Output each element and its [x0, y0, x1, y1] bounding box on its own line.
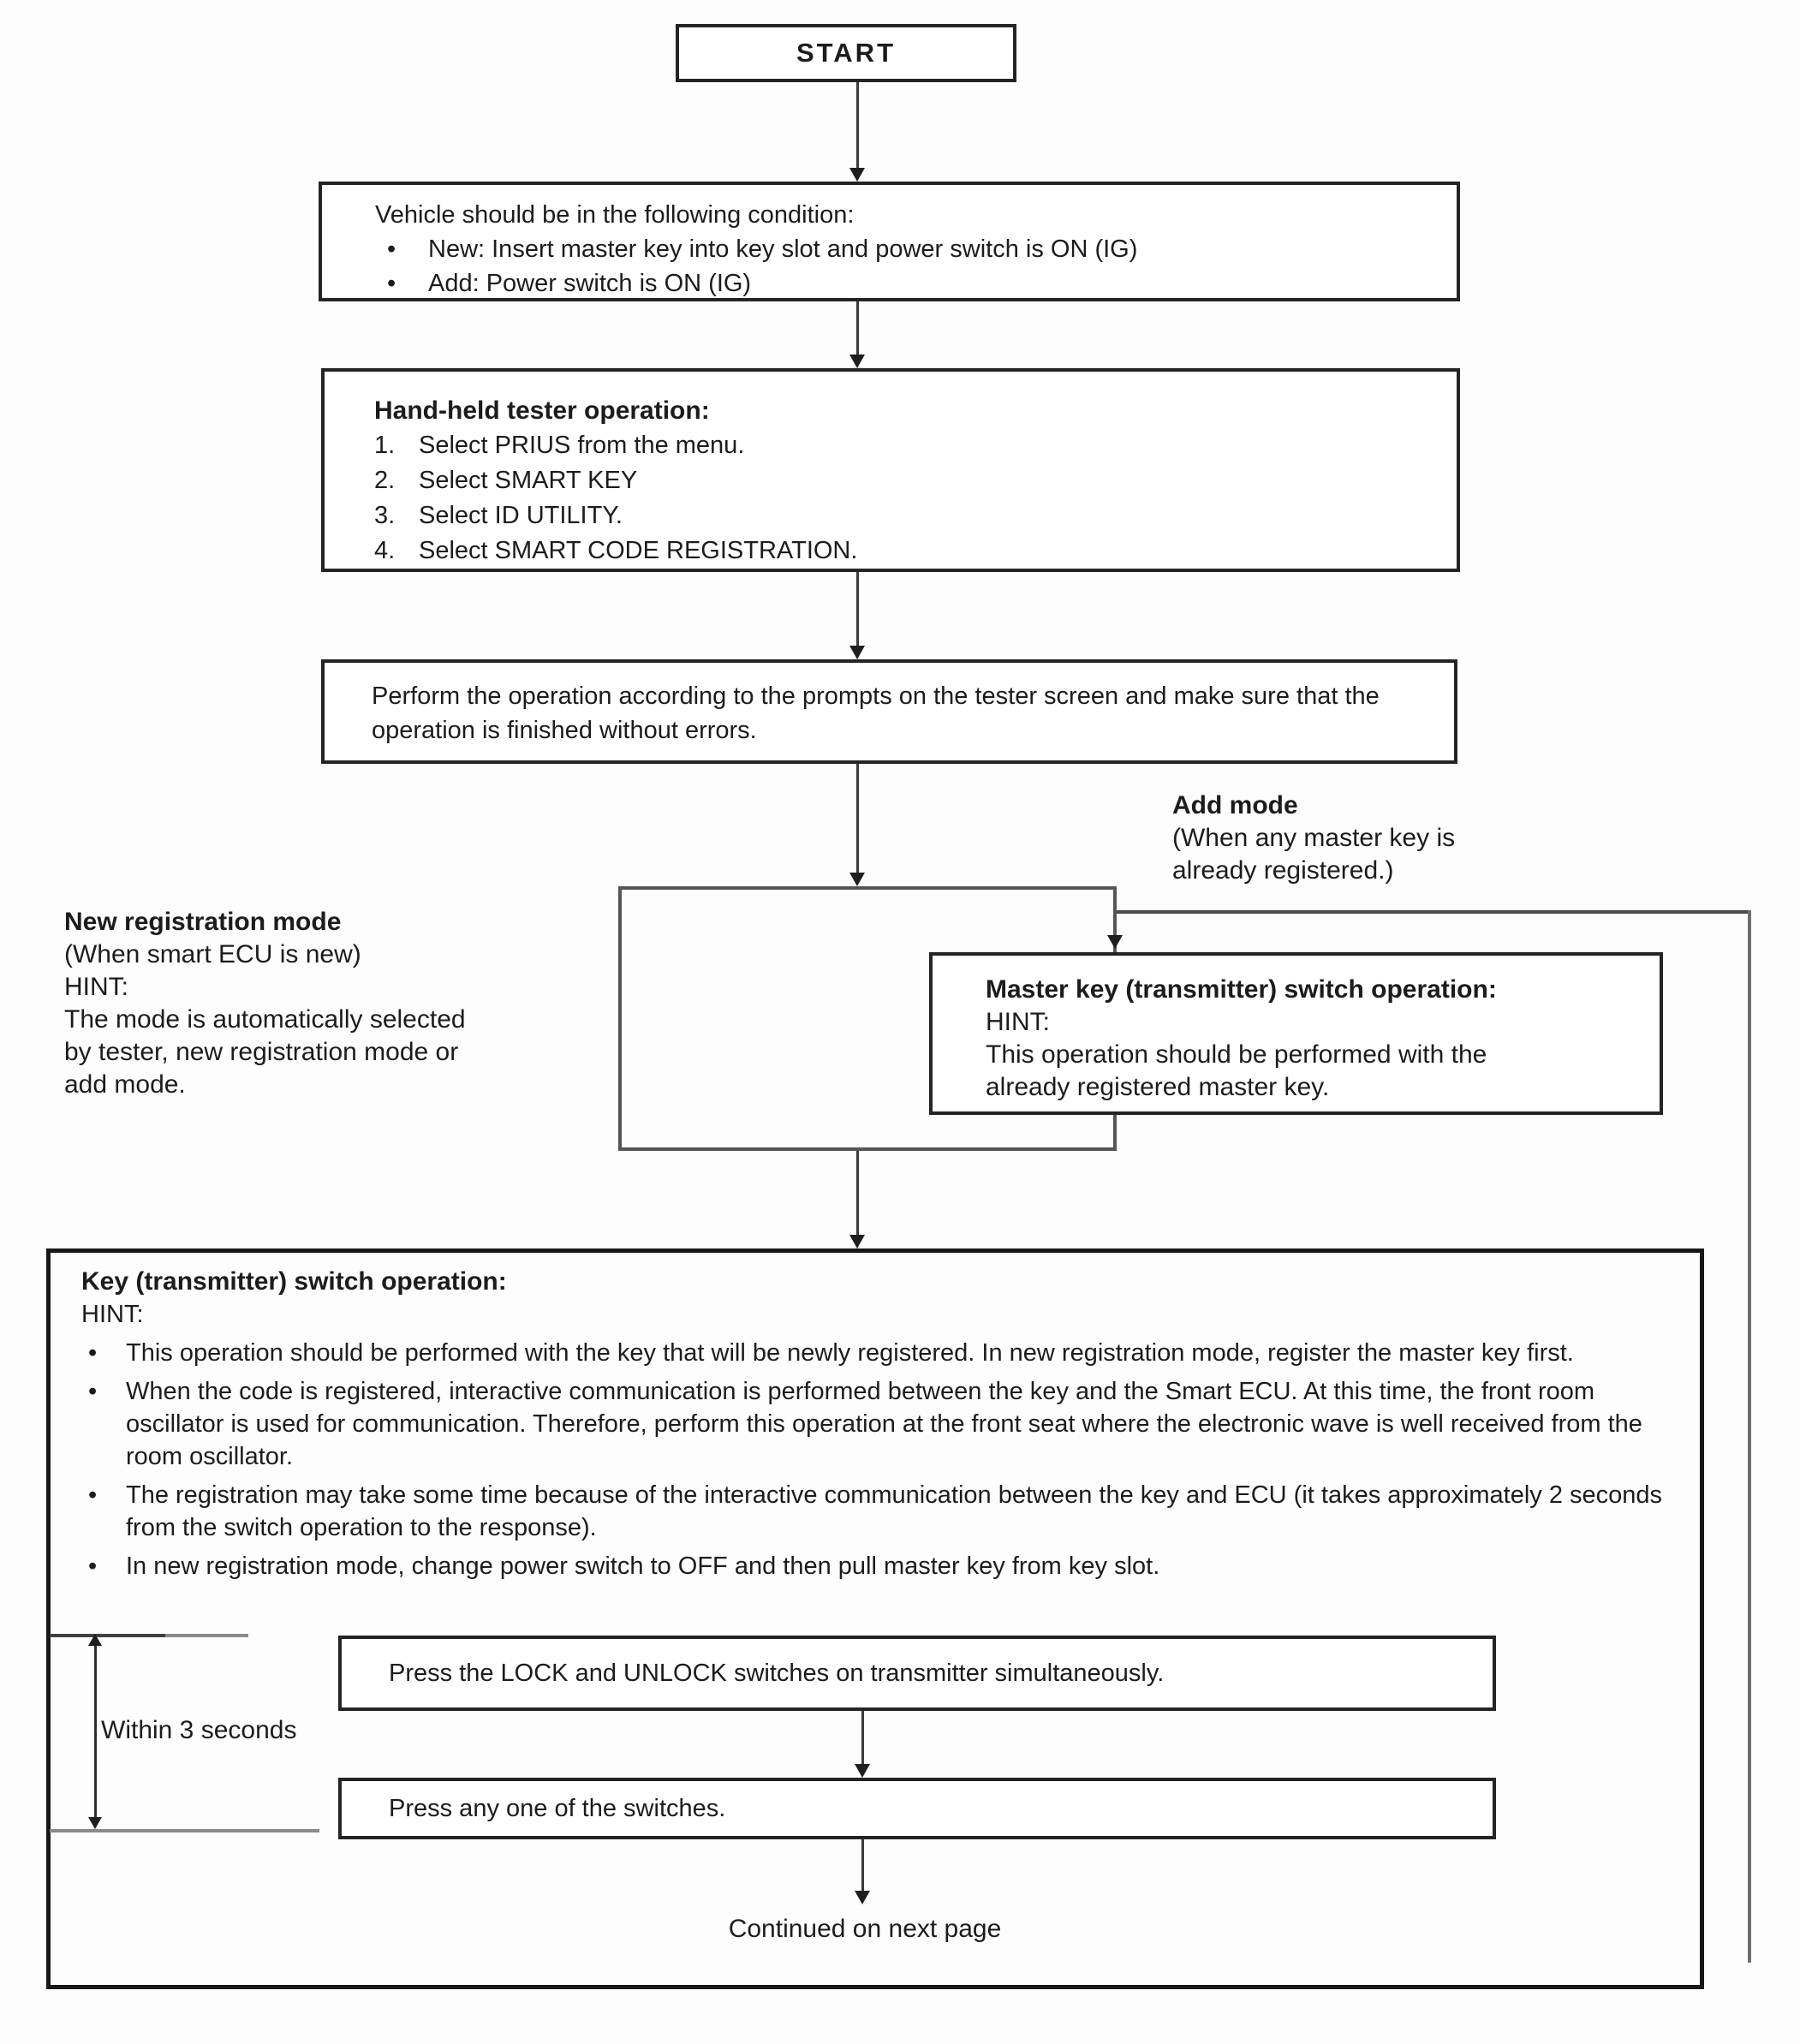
start-label: START — [796, 38, 897, 68]
key-operation-bullet-2: • When the code is registered, interacti… — [81, 1375, 1676, 1473]
start-node: START — [676, 24, 1016, 82]
master-key-operation-node: Master key (transmitter) switch operatio… — [929, 952, 1663, 1115]
bracket-arrow-line — [94, 1644, 97, 1819]
press-any-switch-node: Press any one of the switches. — [338, 1778, 1496, 1839]
perform-operation-node: Perform the operation according to the p… — [321, 659, 1457, 764]
connector-line — [856, 764, 859, 873]
hint-label: HINT: — [986, 1008, 1050, 1036]
bullet-icon: • — [387, 235, 396, 263]
key-operation-bullet-1: • This operation should be performed wit… — [81, 1337, 1676, 1369]
arrow-down-icon — [88, 1817, 102, 1829]
tester-operation-node: Hand-held tester operation: 1. Select PR… — [321, 368, 1460, 572]
bullet-icon: • — [88, 1481, 98, 1509]
new-registration-mode-label: New registration mode (When smart ECU is… — [64, 906, 578, 1101]
vehicle-condition-bullet-add: • Add: Power switch is ON (IG) — [375, 266, 1439, 301]
tester-step-4: 4. Select SMART CODE REGISTRATION. — [374, 537, 858, 564]
arrow-down-icon — [849, 646, 865, 659]
master-key-operation-title: Master key (transmitter) switch operatio… — [986, 975, 1497, 1004]
connector-line — [856, 572, 859, 646]
new-registration-mode-title: New registration mode — [64, 908, 342, 936]
bracket-top-tick-gray — [165, 1634, 248, 1637]
connector-line — [861, 1839, 864, 1891]
bracket-top-tick — [50, 1634, 165, 1637]
add-mode-title: Add mode — [1172, 791, 1298, 819]
key-operation-text-block: Key (transmitter) switch operation: HINT… — [81, 1266, 1676, 1582]
key-operation-title: Key (transmitter) switch operation: — [81, 1267, 507, 1296]
arrow-down-icon — [849, 168, 865, 182]
bracket-bottom-tick — [50, 1829, 319, 1832]
vehicle-condition-bullet-new: • New: Insert master key into key slot a… — [375, 232, 1439, 266]
hint-label: HINT: — [81, 1301, 144, 1328]
arrow-down-icon — [855, 1764, 870, 1778]
within-3-seconds-label: Within 3 seconds — [101, 1716, 297, 1744]
tester-step-3: 3. Select ID UTILITY. — [374, 502, 623, 529]
arrow-down-icon — [849, 355, 865, 368]
key-operation-bullet-3: • The registration may take some time be… — [81, 1479, 1676, 1544]
connector-line — [861, 1711, 864, 1764]
arrow-down-icon — [849, 1235, 865, 1248]
bullet-icon: • — [387, 270, 396, 297]
arrow-down-icon — [1107, 935, 1123, 949]
tester-step-1: 1. Select PRIUS from the menu. — [374, 432, 745, 459]
connector-line — [856, 301, 859, 355]
add-mode-branch-line — [1115, 910, 1750, 914]
vehicle-condition-node: Vehicle should be in the following condi… — [319, 182, 1460, 301]
arrow-down-icon — [849, 873, 865, 886]
press-lock-unlock-node: Press the LOCK and UNLOCK switches on tr… — [338, 1636, 1496, 1711]
perform-operation-text: Perform the operation according to the p… — [372, 682, 1380, 744]
arrow-down-icon — [855, 1891, 870, 1904]
connector-line — [856, 82, 859, 168]
key-operation-bullet-4: • In new registration mode, change power… — [81, 1550, 1676, 1582]
vehicle-condition-title: Vehicle should be in the following condi… — [375, 201, 855, 229]
tester-step-2: 2. Select SMART KEY — [374, 467, 638, 494]
arrow-up-icon — [88, 1634, 102, 1646]
return-path-line — [1748, 910, 1751, 1963]
bullet-icon: • — [88, 1378, 98, 1405]
add-mode-label: Add mode (When any master key is already… — [1172, 790, 1652, 887]
bullet-icon: • — [88, 1552, 98, 1580]
key-operation-node — [46, 1248, 1704, 1989]
continued-on-next-page-label: Continued on next page — [728, 1915, 1002, 1943]
tester-operation-title: Hand-held tester operation: — [374, 396, 710, 425]
connector-line — [856, 1151, 859, 1235]
bullet-icon: • — [88, 1339, 98, 1367]
